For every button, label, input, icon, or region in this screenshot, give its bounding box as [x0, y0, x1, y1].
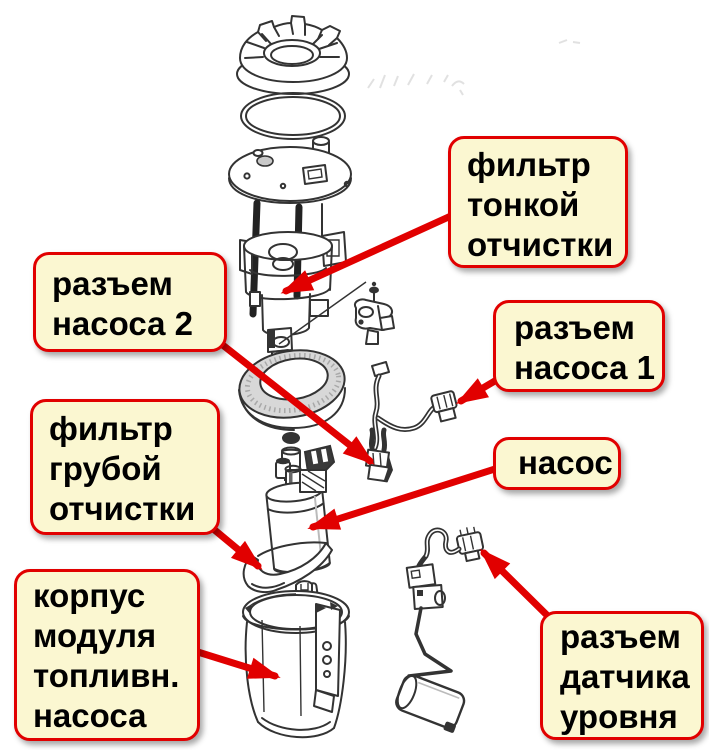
rubber-damper-ring	[234, 343, 349, 430]
callout-module-housing: корпус модуля топливн. насоса	[14, 569, 200, 741]
level-sensor-connector-part	[455, 525, 485, 562]
module-housing-cup	[243, 581, 349, 737]
lock-ring	[237, 16, 349, 94]
arrow-fine-filter	[280, 205, 475, 291]
pump-wiring-harness	[366, 362, 460, 481]
arrow-module-housing	[185, 648, 281, 676]
pump-connector-2-part	[366, 450, 393, 482]
arrow-pump	[307, 461, 520, 527]
pressure-regulator	[355, 281, 394, 344]
callout-fine-filter: фильтр тонкой отчистки	[448, 136, 628, 268]
callout-pump-connector-1: разъем насоса 1	[493, 300, 665, 392]
callout-pump-connector-2: разъем насоса 2	[33, 252, 227, 352]
callout-arrows	[185, 205, 560, 676]
o-ring-seal	[241, 93, 345, 139]
arrow-pump-connector-2	[210, 335, 375, 465]
level-sensor	[392, 525, 485, 733]
float	[392, 673, 467, 733]
scan-smudges	[368, 40, 580, 95]
fine-filter-housing	[240, 203, 366, 366]
callout-coarse-filter: фильтр грубой отчистки	[30, 399, 220, 535]
pump-connector-1-part	[431, 391, 460, 423]
flange-cover	[229, 137, 351, 203]
callout-level-sensor-connector: разъем датчика уровня	[540, 611, 704, 740]
callout-pump: насос	[493, 437, 621, 490]
